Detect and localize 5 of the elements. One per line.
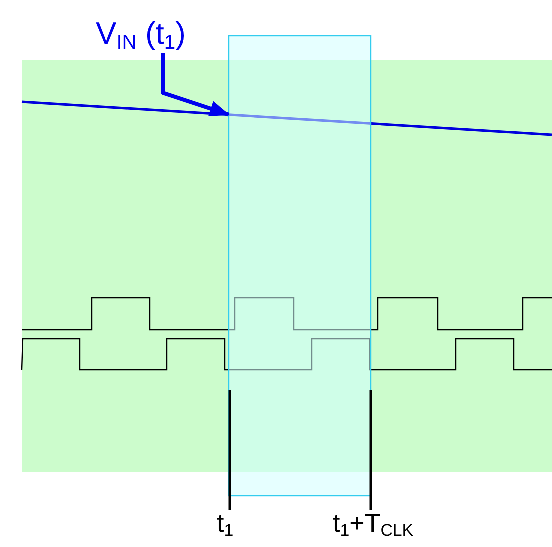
time-label: t$_{1}$+T$_{CLK}$ [333, 510, 414, 540]
leader-arrow [161, 53, 230, 117]
input-voltage-line [22, 100, 552, 136]
time-label: t$_{1}$ [217, 510, 234, 540]
signal-label: V$_{IN}$ (t$_{1}$) [96, 18, 186, 54]
